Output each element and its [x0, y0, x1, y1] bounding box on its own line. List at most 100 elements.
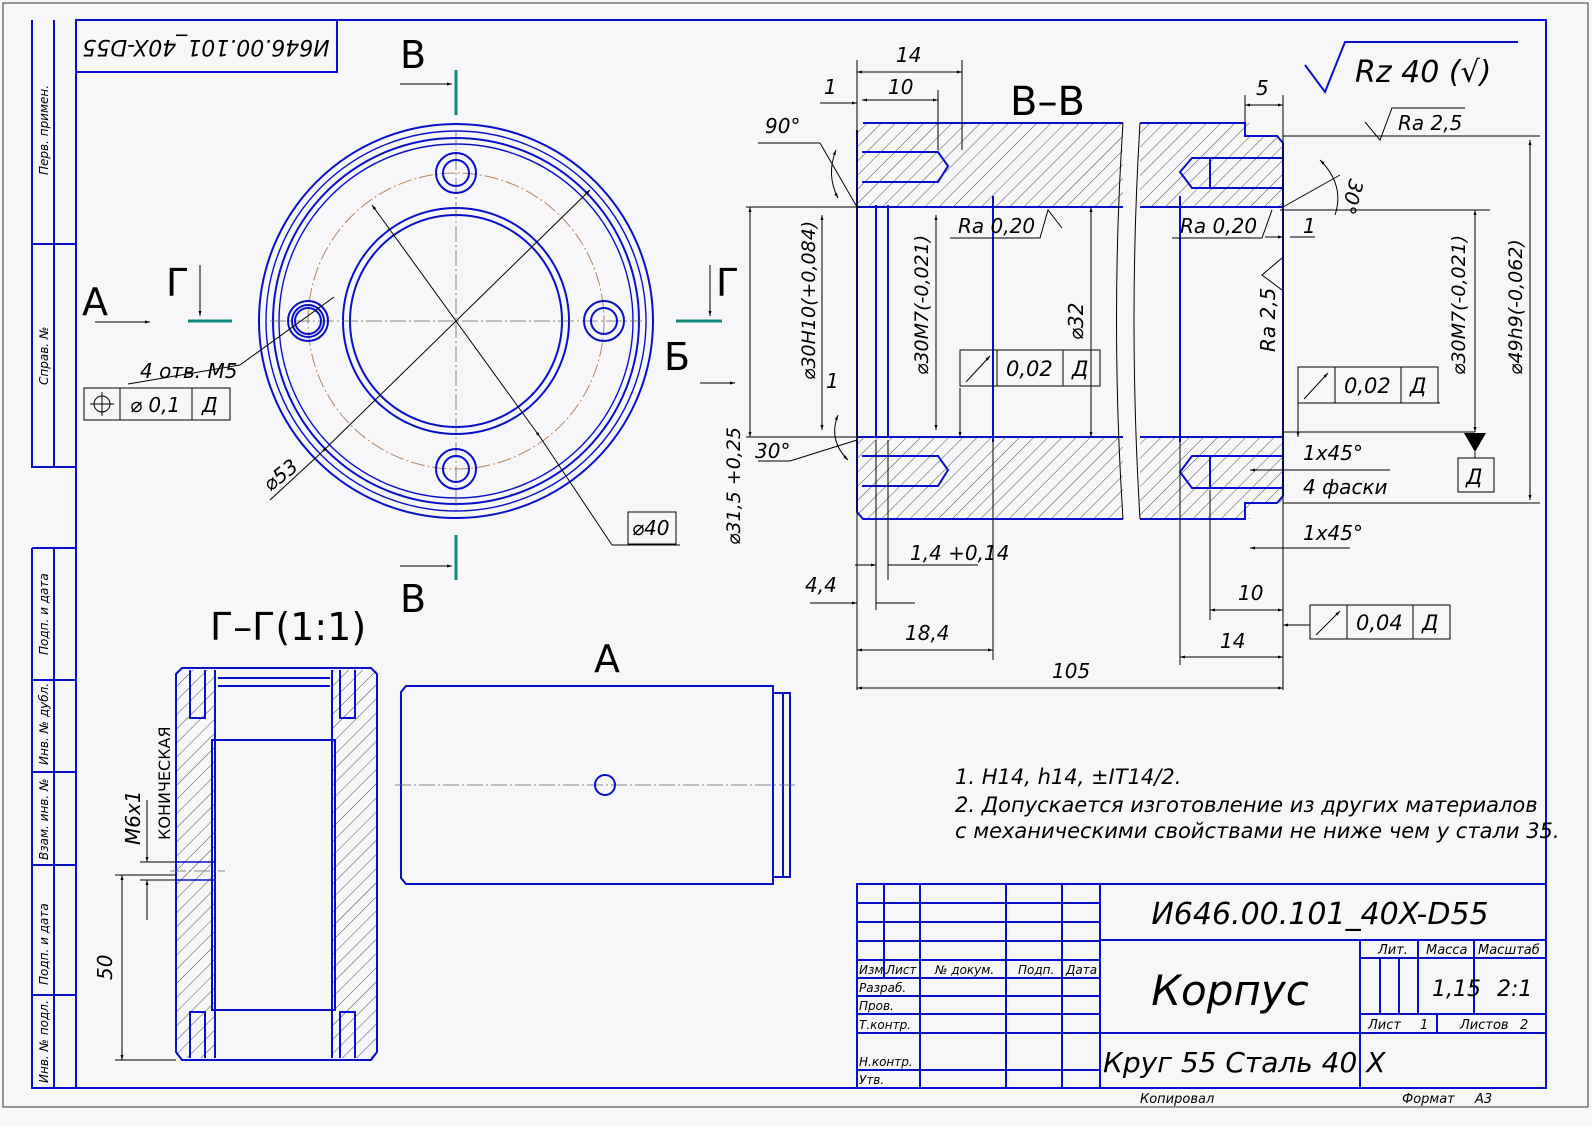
drawing-label: Лист — [1367, 1018, 1401, 1033]
drawing-label: 0,04 — [1356, 611, 1403, 635]
drawing-label: Д — [1465, 465, 1482, 489]
section-label: Г — [716, 261, 739, 305]
drawing-label: 5 — [1256, 76, 1269, 100]
drawing-label: 0,02 — [1344, 374, 1391, 398]
material: Круг 55 Сталь 40 Х — [1103, 1046, 1386, 1079]
part-name: Корпус — [1151, 966, 1309, 1015]
strip-label: Подп. и дата — [37, 903, 51, 985]
drawing-label: Изм. — [859, 963, 887, 977]
inner-frame — [75, 19, 1547, 1089]
drawing-label: № докум. — [934, 963, 994, 977]
dia-40: ⌀40 — [632, 516, 670, 540]
drawing-label: 4 фаски — [1303, 475, 1388, 499]
strip-label: Взам. инв. № — [37, 779, 51, 860]
drawing-label: 30° — [1336, 177, 1368, 217]
note: 2. Допускается изготовление из других ма… — [955, 793, 1538, 817]
drawing-label: 0,02 — [1006, 357, 1053, 381]
technical-notes: 1. H14, h14, ±IT14/2. 2. Допускается изг… — [955, 765, 1560, 843]
drawing-label: 1 — [1420, 1018, 1428, 1033]
drawing-label: 4,4 — [805, 573, 837, 597]
drawing-label: 30° — [755, 439, 790, 463]
front-view: В В А Б Г Г 4 отв. М5 ⌀ 0,1 — [82, 33, 739, 621]
datum-marker: Д — [1457, 433, 1495, 493]
drawing-label: 1x45° — [1303, 521, 1363, 545]
dia-30m7-right: ⌀30М7(-0,021) — [1448, 235, 1470, 375]
section-gg: Г–Г(1:1) М6х1 КОНИЧЕСКАЯ 50 — [93, 605, 378, 1061]
drawing-label: 14 — [896, 43, 921, 67]
title-block: И646.00.101_40X-D55 Корпус Круг 55 Сталь… — [856, 883, 1547, 1089]
dia-53: ⌀53 — [258, 454, 302, 496]
drawing-label: Д — [1071, 357, 1088, 381]
drawing-label: 1,4 +0,14 — [910, 541, 1009, 565]
format-label: Формат — [1402, 1092, 1455, 1107]
position-icon — [90, 392, 114, 416]
drawing-label: Масса — [1426, 943, 1467, 958]
drawing-label: Ra 0,20 — [1180, 214, 1257, 238]
drawing-label: 1 — [824, 75, 837, 99]
datum-triangle-icon — [1464, 433, 1486, 452]
view-label: А — [82, 280, 108, 324]
drawing-label: Ra 2,5 — [1398, 111, 1462, 135]
drawing-label: Листов — [1459, 1018, 1509, 1033]
strip-label: Инв. № дубл. — [37, 683, 51, 765]
runout-icon — [1315, 610, 1341, 636]
copied-label: Копировал — [1140, 1092, 1214, 1107]
roughness-icon — [950, 208, 1063, 239]
drawing-label: 10 — [888, 75, 913, 99]
drawing-label: Пров. — [859, 999, 894, 1013]
drawing-label: Т.контр. — [859, 1018, 911, 1032]
cut-label: В — [400, 33, 426, 77]
note: с механическими свойствами не ниже чем у… — [955, 819, 1560, 843]
strip-label: Перв. примен. — [37, 85, 51, 175]
drawing-label: Утв. — [859, 1073, 884, 1087]
drawing-label: 105 — [1052, 659, 1090, 683]
strip-label: Подп. и дата — [37, 573, 51, 655]
hole-icon — [594, 774, 616, 796]
format-value: А3 — [1474, 1092, 1492, 1107]
holes-note: 4 отв. М5 — [140, 359, 237, 383]
drawing-label: Подп. — [1018, 963, 1054, 977]
roughness-icon — [1172, 209, 1273, 239]
outer-border — [2, 2, 1589, 1108]
drawing-label: Лит. — [1377, 943, 1408, 958]
drawing-label: Лист — [885, 963, 917, 977]
drawing-label: Ra 2,5 — [1256, 288, 1280, 352]
drawing-label: Масштаб — [1478, 943, 1540, 958]
drawing-label: 2 — [1520, 1018, 1528, 1033]
top-stamp — [75, 19, 338, 73]
runout-frame-3: 0,04 Д — [1309, 604, 1451, 640]
mass-value: 1,15 — [1432, 977, 1481, 1002]
view-title: А — [594, 637, 620, 681]
thread-type: КОНИЧЕСКАЯ — [155, 726, 174, 840]
section-label: Г — [166, 261, 189, 305]
drawing-label: 18,4 — [905, 621, 950, 645]
view-a: А — [395, 637, 795, 885]
drawing-label: Дата — [1065, 963, 1097, 977]
roughness-icon — [1261, 257, 1283, 291]
drawing-label: 1 — [1303, 214, 1316, 238]
section-title: Г–Г(1:1) — [210, 605, 366, 649]
drawing-label: 90° — [765, 114, 800, 138]
runout-frame-2: 0,02 Д — [1297, 366, 1439, 404]
section-bb: В–В — [723, 41, 1540, 690]
strip-label: Инв. № подл. — [37, 1000, 51, 1083]
thread-label: М6х1 — [121, 790, 145, 845]
dia-49h9: ⌀49h9(-0,062) — [1505, 239, 1527, 375]
drawing-label: Д — [1409, 374, 1426, 398]
runout-icon — [965, 355, 991, 383]
drawing-label: Разраб. — [859, 981, 906, 995]
drawing-label: 1 — [826, 369, 839, 393]
cut-label: В — [400, 577, 426, 621]
position-tolerance-frame: ⌀ 0,1 Д — [83, 387, 231, 421]
drawing-label: ⌀ 0,1 — [130, 393, 180, 417]
scale-value: 2:1 — [1497, 977, 1532, 1002]
runout-icon — [1303, 372, 1329, 400]
drawing-label: Д — [201, 393, 218, 417]
general-roughness-icon — [1304, 41, 1518, 95]
dim-50: 50 — [93, 955, 117, 980]
stamp-code: И646.00.101_40X-D55 — [82, 34, 329, 59]
drawing-label: Д — [1421, 611, 1438, 635]
drawing-label: 14 — [1220, 629, 1245, 653]
side-strip: Перв. примен. Справ. № Подп. и дата Инв.… — [31, 20, 76, 1089]
